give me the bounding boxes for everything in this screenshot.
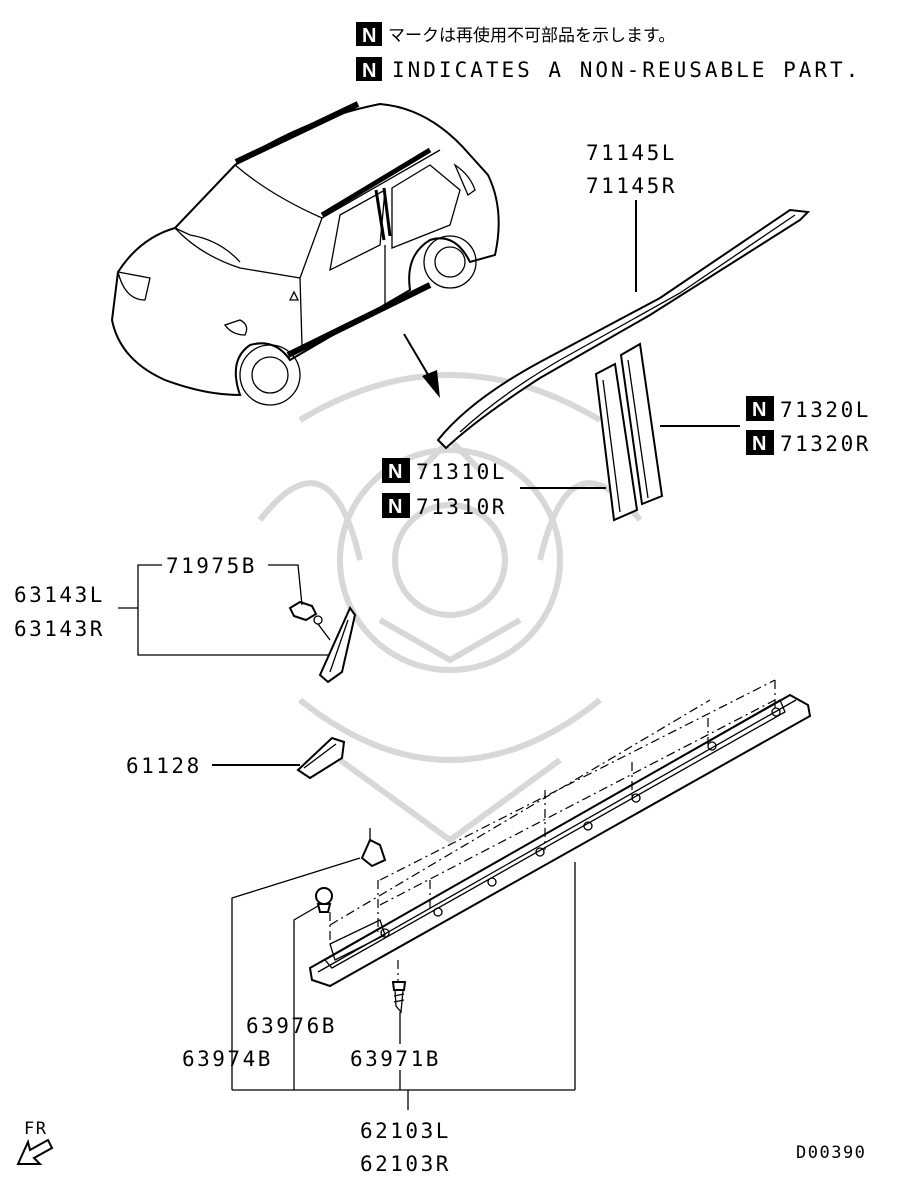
roof-molding: 71145L 71145R — [436, 141, 811, 450]
label-63143r: 63143R — [14, 617, 105, 641]
direction-arrow — [403, 333, 440, 398]
non-reusable-note: N マークは再使用不可部品を示します。 N INDICATES A NON-RE… — [356, 22, 861, 82]
garnish-assembly: 71975B 63143L 63143R — [14, 554, 357, 684]
note-english: INDICATES A NON-REUSABLE PART. — [392, 58, 861, 82]
leader-lines: 63976B 63974B 63971B 62103L 62103R — [182, 857, 576, 1176]
label-62103r: 62103R — [360, 1152, 451, 1176]
label-71145r: 71145R — [586, 174, 677, 198]
badge-71310l: N — [388, 461, 402, 483]
car-illustration — [110, 101, 500, 406]
note-badge-jp: N — [362, 25, 376, 47]
badge-71320r: N — [752, 433, 766, 455]
label-63971b: 63971B — [350, 1047, 441, 1071]
label-61128: 61128 — [126, 754, 202, 778]
label-71310l: 71310L — [416, 460, 507, 484]
label-63974b: 63974B — [182, 1047, 273, 1071]
fasteners — [315, 828, 407, 1014]
note-badge-en: N — [362, 60, 376, 82]
front-arrow-icon — [16, 1138, 54, 1165]
label-71320r: 71320R — [780, 432, 871, 456]
side-sill-molding — [308, 679, 812, 988]
fr-label: FR — [24, 1119, 47, 1139]
label-62103l: 62103L — [360, 1119, 451, 1143]
note-japanese: マークは再使用不可部品を示します。 — [388, 25, 675, 46]
label-63143l: 63143L — [14, 583, 105, 607]
label-71145l: 71145L — [586, 141, 677, 165]
label-71975b: 71975B — [166, 554, 257, 578]
side-lamp: 61128 — [126, 736, 346, 780]
front-direction-indicator: FR — [16, 1119, 54, 1165]
diagram-code: D00390 — [796, 1143, 866, 1163]
label-71310r: 71310R — [416, 495, 507, 519]
pillar-tapes: N 71320L N 71320R N 71310L N 71310R — [382, 342, 871, 522]
label-63976b: 63976B — [246, 1014, 337, 1038]
badge-71310r: N — [388, 496, 402, 518]
watermark-emblem — [257, 372, 643, 844]
badge-71320l: N — [752, 399, 766, 421]
clip-seats — [380, 707, 781, 938]
label-71320l: 71320L — [780, 398, 871, 422]
